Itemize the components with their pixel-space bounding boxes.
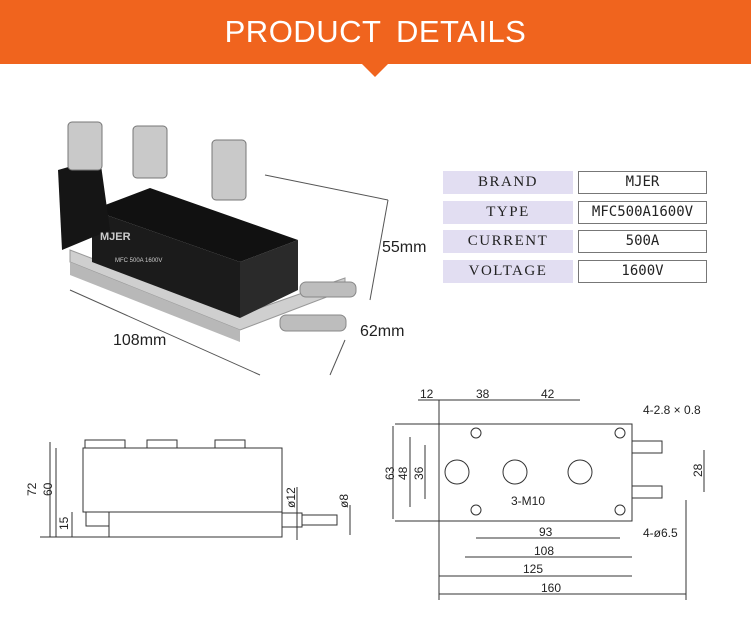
dim-48: 48 <box>396 466 410 480</box>
spec-label-current: CURRENT <box>443 230 573 253</box>
dim-63: 63 <box>383 466 397 480</box>
spec-label-brand: BRAND <box>443 171 573 194</box>
dim-72: 72 <box>25 482 39 496</box>
spec-value-voltage: 1600V <box>578 260 707 283</box>
spec-label-type: TYPE <box>443 201 573 224</box>
dim-12: 12 <box>420 387 434 401</box>
dim-93: 93 <box>539 525 553 539</box>
dim-60: 60 <box>41 482 55 496</box>
spec-label-voltage: VOLTAGE <box>443 260 573 283</box>
screw-spec: 3-M10 <box>511 494 545 508</box>
spec-value-type: MFC500A1600V <box>578 201 707 224</box>
product-photo: MJER MFC 500A 1600V 55mm 108mm 62mm <box>58 121 426 376</box>
dim-36: 36 <box>412 466 426 480</box>
height-dimension: 55mm <box>382 239 426 256</box>
dim-o8: ø8 <box>337 494 351 508</box>
water-nozzles <box>279 281 357 332</box>
dim-15: 15 <box>57 516 71 530</box>
spec-value-brand: MJER <box>578 171 707 194</box>
top-view-drawing: 12 38 42 4-2.8 × 0.8 63 48 36 28 3-M10 4… <box>383 387 705 600</box>
side-view-drawing: 72 60 15 ø12 ø8 <box>25 439 351 540</box>
dim-160: 160 <box>541 581 561 595</box>
banner-pointer <box>361 63 389 77</box>
dim-38: 38 <box>476 387 490 401</box>
hole-spec: 4-ø6.5 <box>643 526 678 540</box>
dim-28: 28 <box>691 463 705 477</box>
terminal-screws <box>444 459 593 485</box>
dim-108: 108 <box>534 544 554 558</box>
dim-125: 125 <box>523 562 543 576</box>
length-dimension: 108mm <box>113 332 166 349</box>
tab-spec: 4-2.8 × 0.8 <box>643 403 701 417</box>
dim-42: 42 <box>541 387 555 401</box>
spec-value-current: 500A <box>578 230 707 253</box>
terminal-screws <box>67 121 247 201</box>
dim-o12: ø12 <box>284 487 298 508</box>
mounting-holes <box>470 427 626 516</box>
banner-title: PRODUCT DETAILS <box>224 14 527 49</box>
brand-mark: MJER <box>100 231 131 243</box>
width-dimension: 62mm <box>360 323 404 340</box>
header-banner: PRODUCT DETAILS <box>0 0 751 64</box>
model-print: MFC 500A 1600V <box>115 258 162 264</box>
